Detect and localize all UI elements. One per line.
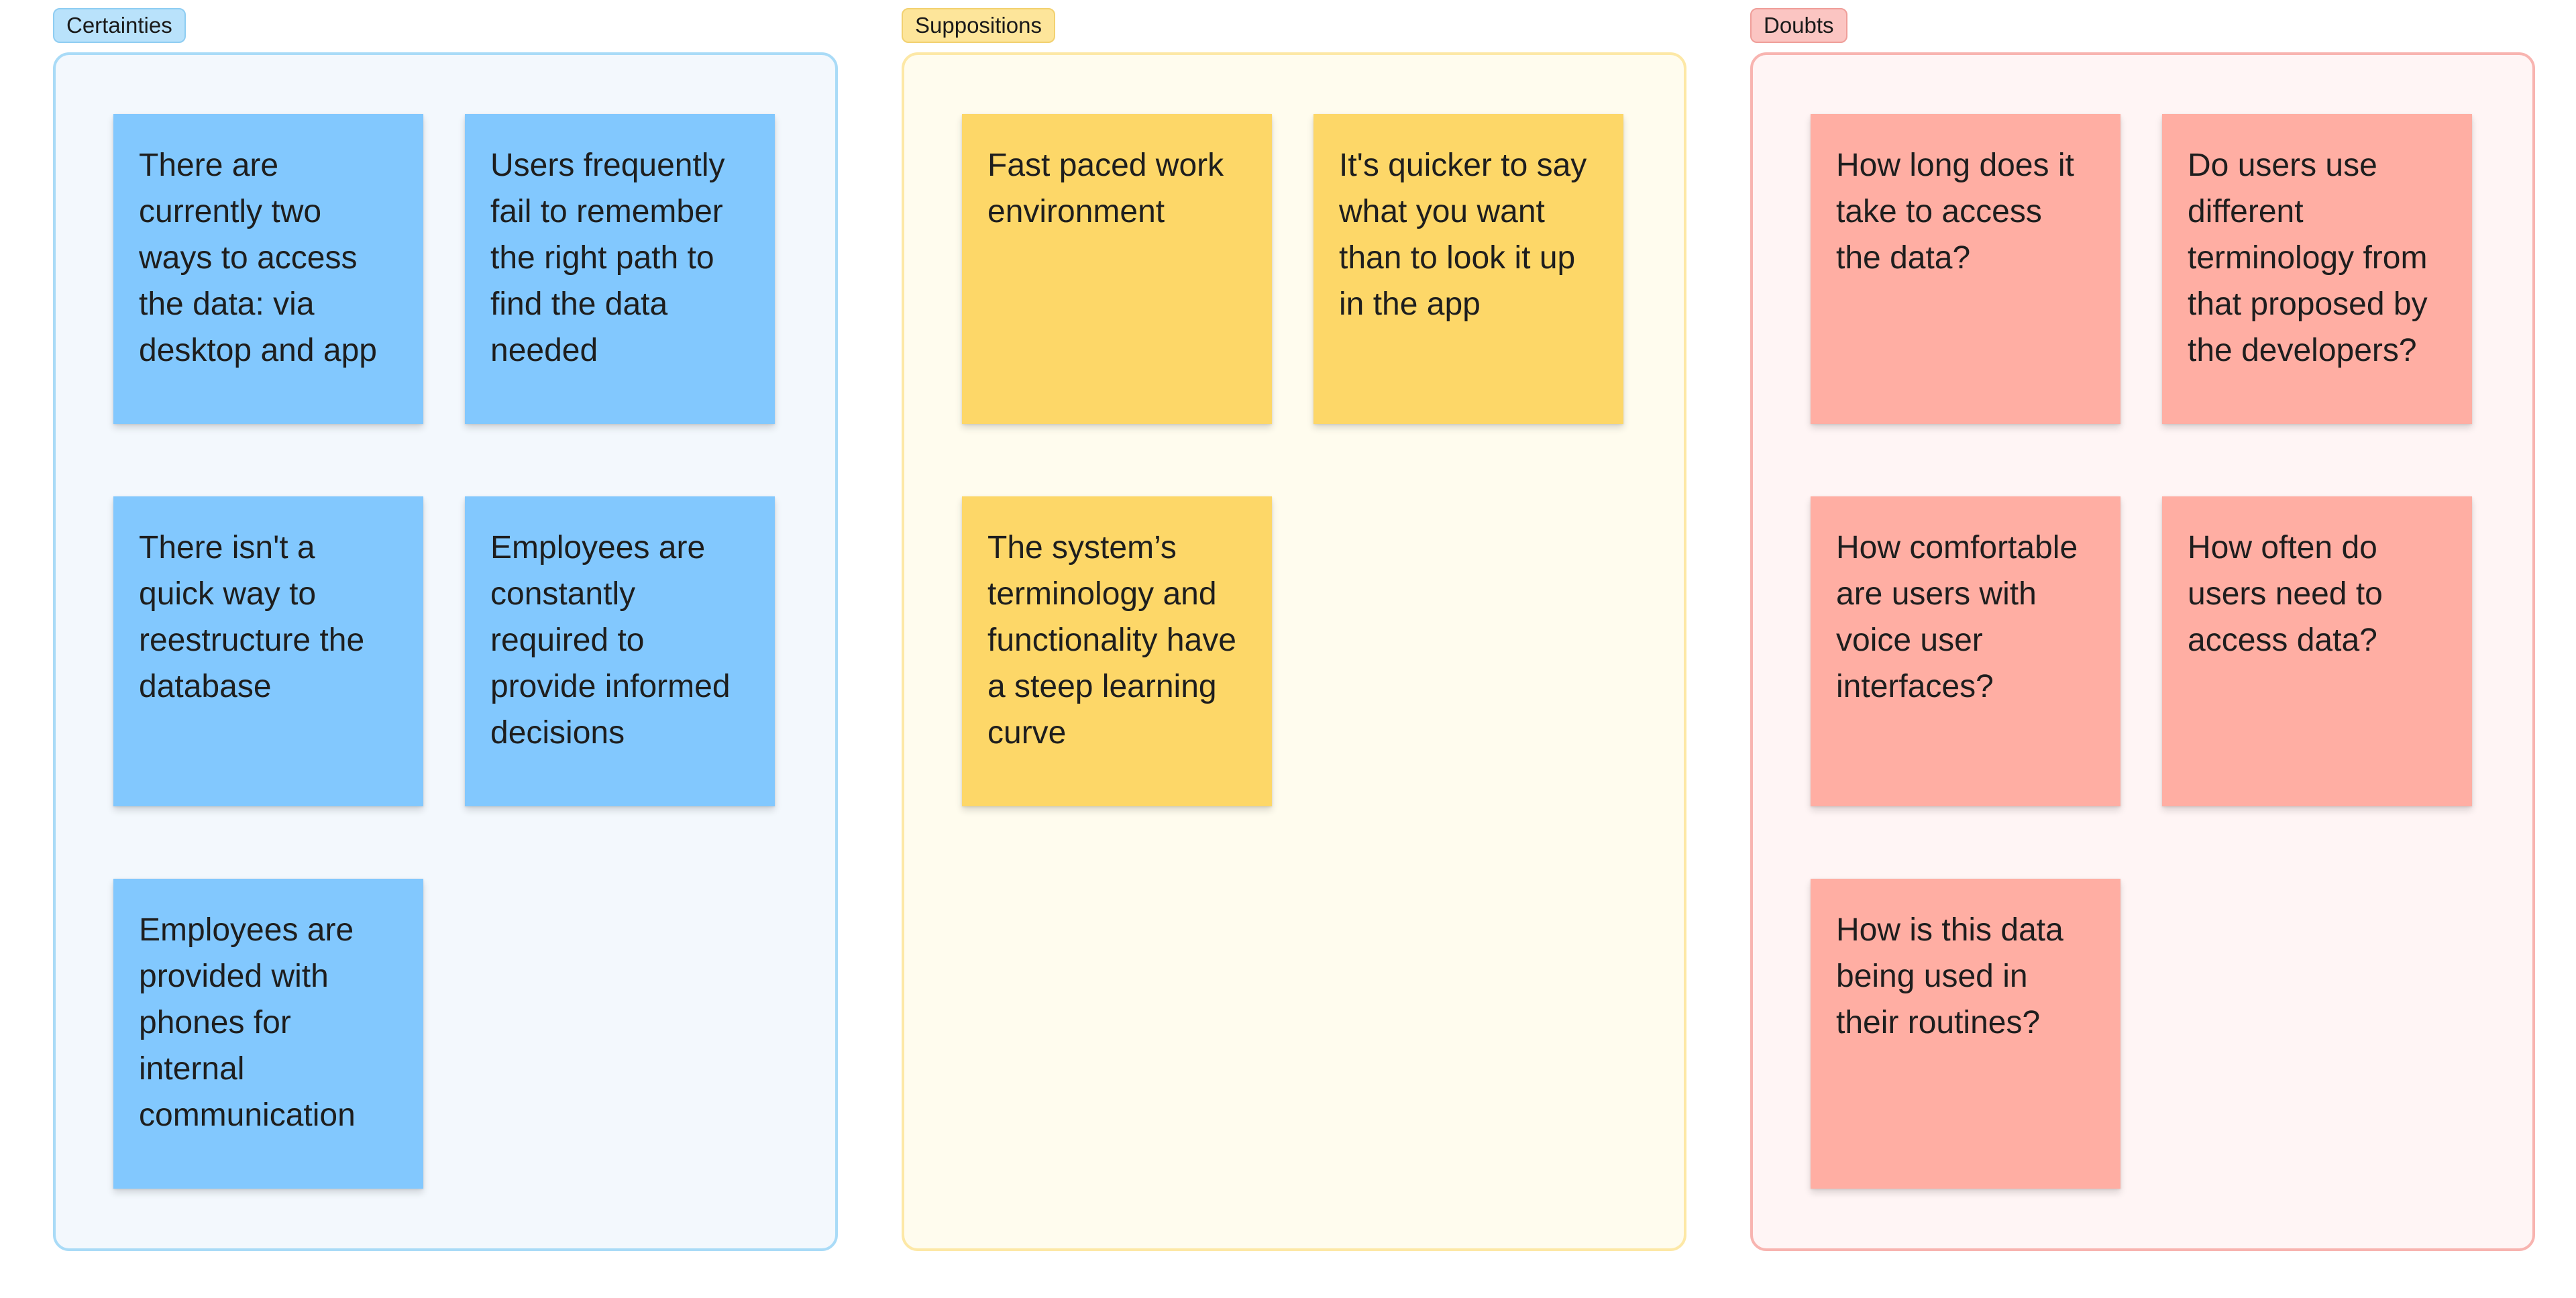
frame-label-certainties[interactable]: Certainties [53,8,186,43]
sticky-note[interactable]: There isn't a quick way to reestructure … [113,496,423,806]
sticky-note[interactable]: The system’s terminology and functionali… [962,496,1272,806]
sticky-note[interactable]: How long does it take to access the data… [1811,114,2121,424]
frame-doubts[interactable]: How long does it take to access the data… [1750,52,2535,1251]
sticky-note[interactable]: How is this data being used in their rou… [1811,879,2121,1189]
sticky-note[interactable]: Fast paced work environment [962,114,1272,424]
sticky-note[interactable]: It's quicker to say what you want than t… [1313,114,1623,424]
sticky-note[interactable]: How comfortable are users with voice use… [1811,496,2121,806]
frame-label-doubts[interactable]: Doubts [1750,8,1847,43]
sticky-note[interactable]: Do users use different terminology from … [2162,114,2472,424]
frame-label-suppositions[interactable]: Suppositions [902,8,1055,43]
frame-certainties[interactable]: There are currently two ways to access t… [53,52,838,1251]
sticky-note[interactable]: How often do users need to access data? [2162,496,2472,806]
sticky-note[interactable]: There are currently two ways to access t… [113,114,423,424]
sticky-note[interactable]: Employees are provided with phones for i… [113,879,423,1189]
sticky-note[interactable]: Users frequently fail to remember the ri… [465,114,775,424]
frame-suppositions[interactable]: Fast paced work environment It's quicker… [902,52,1686,1251]
sticky-note[interactable]: Employees are constantly required to pro… [465,496,775,806]
